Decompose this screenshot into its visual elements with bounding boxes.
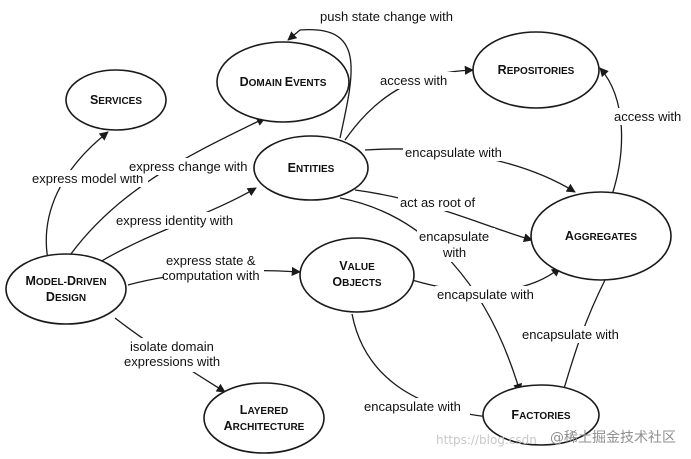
label-access-with-repositories: access with: [380, 73, 447, 88]
repositories-label: REPOSITORIES: [498, 63, 575, 77]
watermark-brand: @稀土掘金技术社区: [550, 430, 676, 446]
node-entities: ENTITIES: [253, 135, 369, 201]
aggregates-ellipse: [530, 191, 672, 281]
label-express-model-with: express model with: [32, 171, 143, 186]
node-model-driven-design: MODEL-DRIVEN DESIGN: [5, 253, 127, 325]
entities-label: ENTITIES: [288, 161, 335, 175]
factories-label: FACTORIES: [511, 408, 570, 422]
domain-events-ellipse: [216, 41, 350, 123]
label-encapsulate-vo-aggregates: encapsulate with: [437, 287, 534, 302]
label-encapsulate-with-entities-aggregates: encapsulate with: [405, 145, 502, 160]
node-domain-events: DOMAIN EVENTS: [216, 41, 350, 123]
label-encapsulate-vo-factories: encapsulate with: [364, 399, 461, 414]
node-repositories: REPOSITORIES: [472, 31, 600, 109]
layered-architecture-ellipse: [203, 382, 325, 454]
watermark: https://blog.csdn @稀土掘金技术社区: [436, 430, 676, 447]
label-expressions-with: expressions with: [124, 354, 220, 369]
node-aggregates: AGGREGATES: [530, 191, 672, 281]
edge-aggregates-factories: [560, 279, 606, 396]
edge-aggregates-repositories: [599, 67, 623, 196]
label-computation-with: computation with: [162, 268, 260, 283]
node-layered-architecture: LAYERED ARCHITECTURE: [203, 382, 325, 454]
services-ellipse: [65, 69, 167, 131]
value-objects-label-line2: OBJECTS: [332, 275, 382, 289]
factories-ellipse: [482, 384, 600, 446]
node-value-objects: VALUE OBJECTS: [299, 237, 415, 313]
services-label: SERVICES: [90, 93, 142, 107]
value-objects-ellipse: [299, 237, 415, 313]
node-services: SERVICES: [65, 69, 167, 131]
label-access-with-aggregates: access with: [614, 109, 681, 124]
edge-value-objects-factories: [351, 313, 501, 422]
label-encapsulate-entities-factories-1: encapsulate: [419, 229, 489, 244]
domain-events-label: DOMAIN EVENTS: [240, 75, 327, 89]
label-push-state-change: push state change with: [320, 9, 453, 24]
edge-entities-aggregates-root: [354, 189, 533, 243]
edge-entities-factories: [339, 197, 523, 393]
label-encapsulate-aggregates-factories: encapsulate with: [522, 327, 619, 342]
edge-labels: push state change with access with acces…: [30, 8, 688, 415]
label-express-state: express state &: [166, 253, 256, 268]
layered-architecture-label-line2: ARCHITECTURE: [224, 419, 305, 433]
layered-architecture-label-line1: LAYERED: [240, 403, 288, 417]
repositories-ellipse: [472, 31, 600, 109]
edge-push-state-change: [287, 29, 352, 139]
label-isolate-domain: isolate domain: [130, 339, 214, 354]
model-driven-design-ellipse: [5, 253, 127, 325]
label-encapsulate-entities-factories-2: with: [442, 245, 466, 260]
model-driven-design-label-line2: DESIGN: [46, 290, 86, 304]
value-objects-label-line1: VALUE: [339, 259, 375, 273]
edge-mdd-services: [45, 131, 109, 261]
label-express-identity-with: express identity with: [116, 213, 233, 228]
edge-mdd-domain-events: [67, 117, 266, 259]
aggregates-label: AGGREGATES: [565, 229, 638, 243]
node-factories: FACTORIES: [482, 384, 600, 446]
model-driven-design-label-line1: MODEL-DRIVEN: [25, 274, 106, 288]
entities-ellipse: [253, 135, 369, 201]
watermark-url: https://blog.csdn: [436, 433, 537, 447]
label-act-as-root-of: act as root of: [400, 195, 476, 210]
label-express-change-with: express change with: [129, 159, 248, 174]
